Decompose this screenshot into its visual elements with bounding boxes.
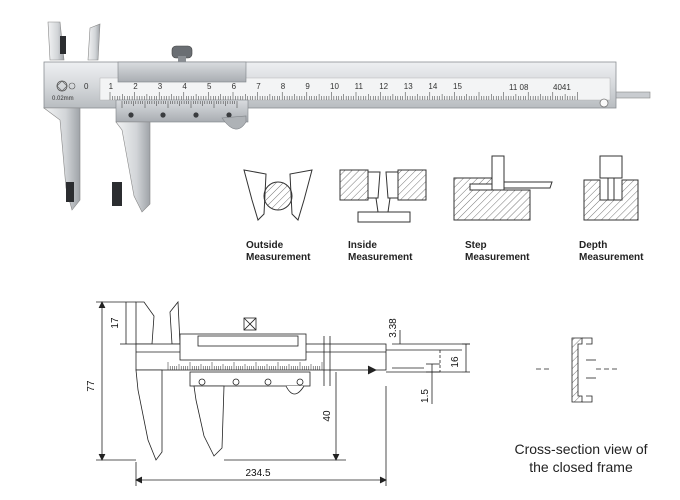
main-scale-number: 4 [182, 82, 187, 91]
drawing-scale-ticks [167, 362, 323, 370]
main-scale-number: 8 [281, 82, 286, 91]
method-label-inside: Inside Measurement [348, 240, 413, 263]
main-scale-number: 2 [133, 82, 138, 91]
engraving-batch: 11 08 [509, 83, 529, 92]
dim-depth-offset: 40 [322, 410, 333, 422]
outside-measurement-icon [243, 169, 313, 221]
dim-rod-thickness: 1.5 [420, 389, 431, 403]
main-scale-number: 12 [379, 82, 388, 91]
dim-width: 234.5 [245, 468, 270, 479]
technical-drawing [96, 300, 470, 486]
main-scale-number: 15 [453, 82, 462, 91]
resolution-mark: 0.02mm [52, 96, 74, 102]
brand-logo-icon [56, 80, 76, 92]
inside-measurement-icon [339, 169, 427, 223]
engraving-model: 4041 [553, 83, 571, 92]
main-scale-ticks [109, 92, 578, 100]
main-scale-number: 5 [207, 82, 212, 91]
vernier-ticks [121, 101, 238, 108]
main-scale-number: 1 [109, 82, 114, 91]
cross-section-view [536, 337, 620, 403]
method-label-outside: Outside Measurement [246, 240, 311, 263]
dim-total-height: 77 [86, 380, 97, 392]
main-scale-number: 10 [330, 82, 339, 91]
method-label-depth: Depth Measurement [579, 240, 644, 263]
cross-section-caption: Cross-section view of the closed frame [514, 441, 648, 475]
step-measurement-icon [453, 155, 553, 221]
main-scale-number: 6 [232, 82, 237, 91]
main-scale-number: 11 [355, 82, 364, 91]
main-scale-number: 0 [84, 82, 89, 91]
dim-beam-width: 16 [450, 356, 461, 368]
main-scale-number: 7 [256, 82, 261, 91]
main-scale-number: 3 [158, 82, 163, 91]
main-scale-number: 9 [305, 82, 310, 91]
depth-measurement-icon [583, 155, 639, 221]
main-scale-number: 14 [428, 82, 437, 91]
dim-jaw-height: 17 [110, 317, 121, 329]
method-label-step: Step Measurement [465, 240, 530, 263]
main-scale-number: 13 [404, 82, 413, 91]
dim-top-gap: 3.38 [388, 318, 399, 338]
